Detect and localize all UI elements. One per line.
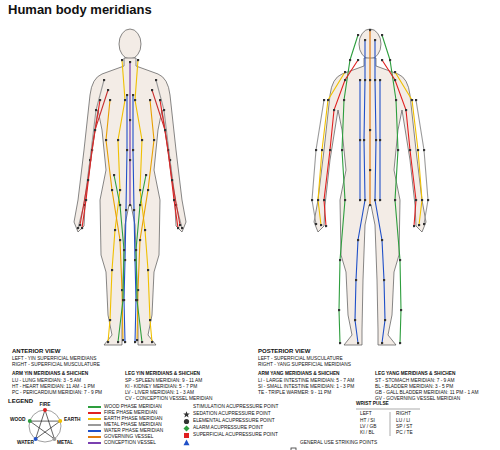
legend-entry: SUPERFICIAL ACUPRESSURE POINT bbox=[193, 432, 278, 438]
meridian-entry: HT - HEART MERIDIAN: 11 AM - 1 PM bbox=[12, 384, 95, 390]
view-heading: POSTERIOR VIEW bbox=[258, 348, 310, 355]
pulse-label: RIGHT bbox=[396, 411, 411, 417]
meridian-entry: BL - BLADDER MERIDIAN: 3 - 5 PM bbox=[375, 384, 453, 390]
meridian-entry: ST - STOMACH MERIDIAN: 7 - 9 AM bbox=[375, 378, 455, 384]
pulse-label: LV / GB bbox=[360, 424, 376, 430]
point-symbol bbox=[290, 440, 297, 447]
legend-entry: EARTH PHASE MERIDIAN bbox=[104, 416, 163, 422]
pulse-label: PC / TE bbox=[396, 430, 413, 436]
phase-name: METAL bbox=[57, 440, 73, 446]
meridian-entry: SI - SMALL INTESTINE MERIDIAN: 1 - 3 PM bbox=[258, 384, 354, 390]
legend-entry: WOOD PHASE MERIDIAN bbox=[104, 404, 162, 410]
meridian-entry: SP - SPLEEN MERIDIAN: 9 - 11 AM bbox=[125, 378, 202, 384]
meridian-entry: TE - TRIPLE WARMER: 9 - 11 PM bbox=[258, 390, 331, 396]
legend-entry: STIMULATION ACUPRESSURE POINT bbox=[193, 404, 278, 410]
meridian-entry: LI - LARGE INTESTINE MERIDIAN: 5 - 7 AM bbox=[258, 378, 354, 384]
legend-entry: WATER PHASE MERIDIAN bbox=[104, 428, 163, 434]
point-symbol bbox=[183, 404, 190, 411]
legend-swatch bbox=[88, 406, 101, 408]
legend-entry: GENERAL USE STRIKING POINTS bbox=[300, 440, 377, 446]
legend-entry: SEDATION ACUPRESSURE POINT bbox=[193, 411, 271, 417]
point-symbol bbox=[183, 411, 190, 418]
view-heading: ANTERIOR VIEW bbox=[12, 348, 60, 355]
legend-entry: METAL PHASE MERIDIAN bbox=[104, 422, 162, 428]
point-symbol bbox=[183, 432, 190, 439]
phase-name: WOOD bbox=[10, 417, 25, 423]
legend-swatch bbox=[88, 430, 101, 432]
pulse-label: KI / BL bbox=[360, 430, 374, 436]
meridian-entry: GB - GALL BLADDER MERIDIAN: 11 PM - 1 AM bbox=[375, 390, 478, 396]
group-heading: ARM YANG MERIDIANS & SHICHEN bbox=[258, 371, 340, 377]
legend-entry: ALARM ACUPRESSURE POINT bbox=[193, 425, 263, 431]
legend-swatch bbox=[88, 436, 101, 438]
legend-entry: GOVERNING VESSEL bbox=[104, 434, 153, 440]
view-note: LEFT - YIN SUPERFICIAL MERIDIANS bbox=[12, 356, 96, 362]
legend-swatch bbox=[88, 412, 101, 414]
phase-name: WATER bbox=[17, 440, 34, 446]
point-symbol bbox=[183, 425, 190, 432]
legend-entry: CONCEPTION VESSEL bbox=[104, 440, 156, 446]
group-heading: ARM YIN MERIDIANS & SHICHEN bbox=[12, 371, 88, 377]
view-note: RIGHT - YANG SUPERFICIAL MERIDIANS bbox=[258, 362, 351, 368]
diagram-title: Human body meridians bbox=[8, 3, 152, 18]
legend-swatch bbox=[88, 418, 101, 420]
meridian-entry: LV - LIVER MERIDIAN: 1 - 3 AM bbox=[125, 390, 194, 396]
legend-entry: ELEMENTAL ACUPRESSURE POINT bbox=[193, 418, 275, 424]
pulse-label: LU / LI bbox=[396, 418, 410, 424]
point-symbol bbox=[183, 418, 190, 425]
group-heading: LEG YIN MERIDIANS & SHICHEN bbox=[125, 371, 200, 377]
legend-heading: LEGEND bbox=[8, 398, 33, 405]
pulse-label: WRIST PULSE bbox=[356, 401, 389, 407]
group-heading: LEG YANG MERIDIANS & SHICHEN bbox=[375, 371, 456, 377]
five-phase-pentagram bbox=[28, 408, 62, 442]
legend-swatch bbox=[88, 424, 101, 426]
phase-name: FIRE bbox=[40, 402, 51, 408]
meridian-entry: PC - PERICARDIUM MERIDIAN: 7 - 9 PM bbox=[12, 390, 102, 396]
legend-swatch bbox=[88, 442, 101, 444]
legend-entry: FIRE PHASE MERIDIAN bbox=[104, 410, 157, 416]
pulse-label: LEFT bbox=[360, 411, 372, 417]
meridian-entry: GV - GOVERNING VESSEL MERIDIAN bbox=[375, 396, 460, 402]
view-note: LEFT - SUPERFICIAL MUSCULATURE bbox=[258, 356, 343, 362]
phase-name: EARTH bbox=[64, 417, 81, 423]
pulse-label: HT / SI bbox=[360, 418, 375, 424]
meridian-entry: LU - LUNG MERIDIAN: 3 - 5 AM bbox=[12, 378, 81, 384]
pulse-label: SP / ST bbox=[396, 424, 412, 430]
meridian-entry: KI - KIDNEY MERIDIAN: 5 - 7 PM bbox=[125, 384, 197, 390]
view-note: RIGHT - SUPERFICIAL MUSCULATURE bbox=[12, 362, 100, 368]
meridian-entry: CV - CONCEPTION VESSEL MERIDIAN bbox=[125, 396, 213, 402]
